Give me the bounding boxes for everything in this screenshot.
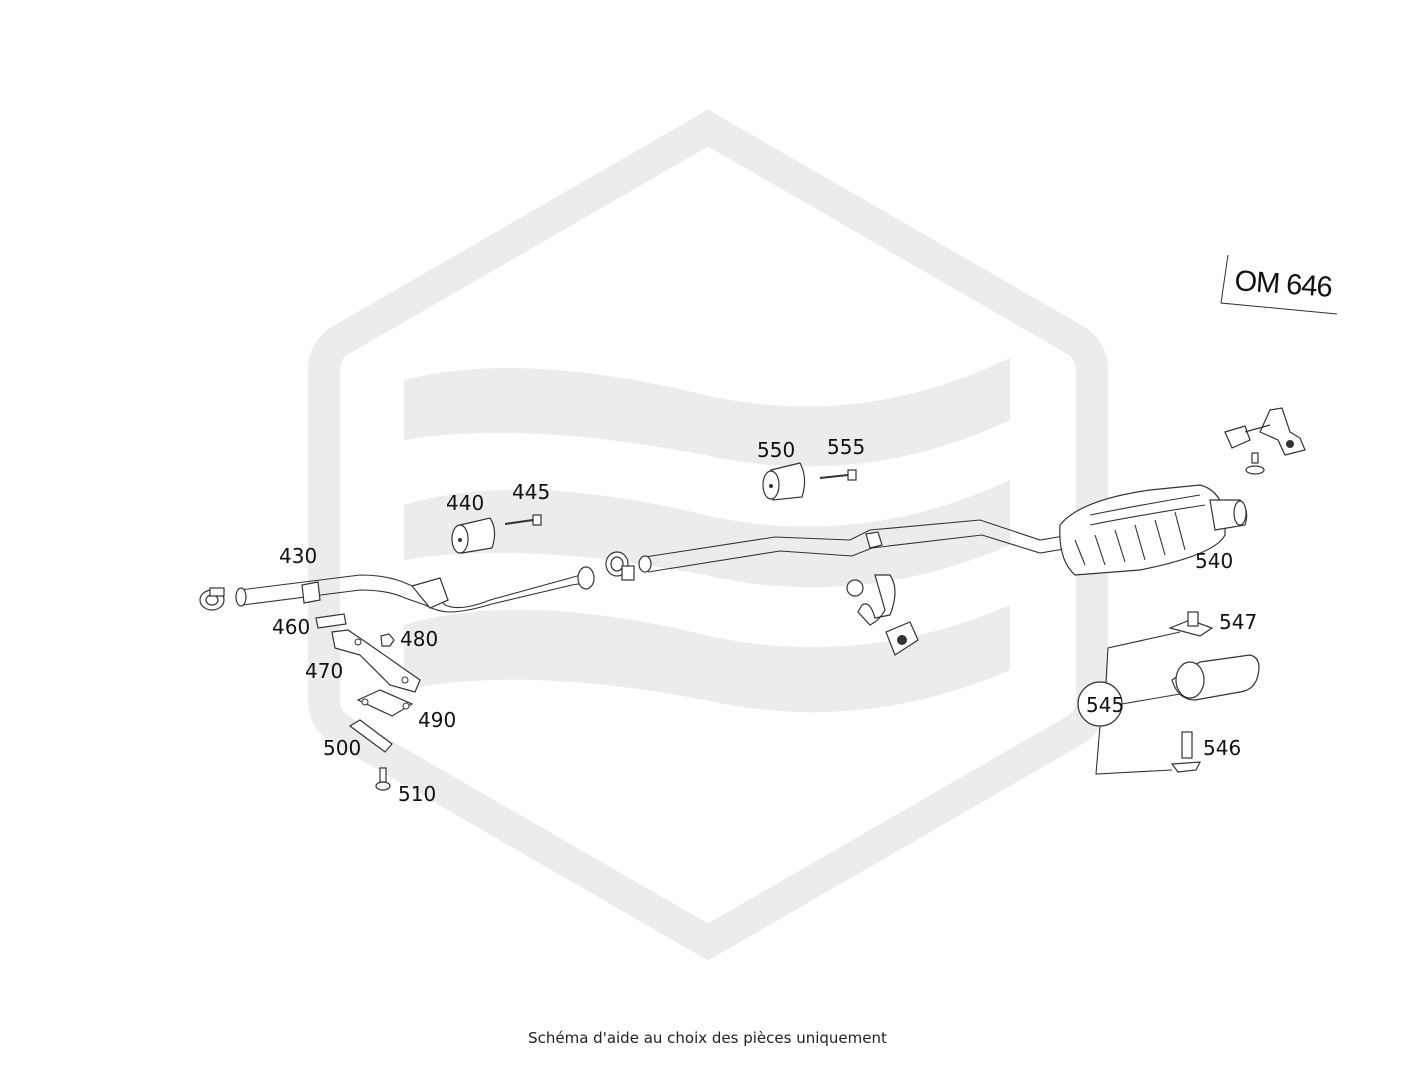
label-510: 510 [398,782,436,806]
rear-hanger-bracket[interactable] [1224,407,1306,475]
bolt-510[interactable] [375,767,391,791]
label-540: 540 [1195,549,1233,573]
mount-nut-460[interactable] [315,613,347,629]
hanger-bracket-center[interactable] [846,574,919,656]
label-460: 460 [272,615,310,639]
screw-546[interactable] [1170,731,1202,773]
label-546: 546 [1203,736,1241,760]
label-490: 490 [418,708,456,732]
intermediate-pipe[interactable] [638,519,1071,573]
label-555: 555 [827,435,865,459]
label-550: 550 [757,438,795,462]
disclaimer-caption: Schéma d'aide au choix des pièces unique… [528,1029,887,1047]
bracket-470[interactable] [331,629,421,693]
label-547: 547 [1219,610,1257,634]
engine-code-label: OM 646 [1234,265,1333,304]
tailpipe-kit-545[interactable] [1077,631,1181,775]
label-500: 500 [323,736,361,760]
label-545: 545 [1086,693,1124,717]
watermark-logo [308,109,1108,961]
label-445: 445 [512,480,550,504]
clip-nut-547[interactable] [1168,611,1214,637]
front-pipe-430[interactable] [235,566,595,613]
rear-muffler-540[interactable] [1059,484,1248,576]
nut-480[interactable] [380,633,395,647]
label-440: 440 [446,491,484,515]
bolt-445[interactable] [504,514,542,526]
rubber-insulator-550[interactable] [762,462,806,501]
gasket-490[interactable] [356,689,414,717]
tailpipe-trim[interactable] [1171,654,1260,701]
pipe-clamp-center[interactable] [605,551,635,581]
clamp-plate-500[interactable] [348,719,393,753]
bolt-555[interactable] [819,469,857,481]
label-480: 480 [400,627,438,651]
rubber-insulator-440[interactable] [451,517,496,554]
engine-code-box: OM 646 [1220,254,1338,315]
label-430: 430 [279,544,317,568]
label-470: 470 [305,659,343,683]
pipe-clamp-left[interactable] [199,587,225,611]
